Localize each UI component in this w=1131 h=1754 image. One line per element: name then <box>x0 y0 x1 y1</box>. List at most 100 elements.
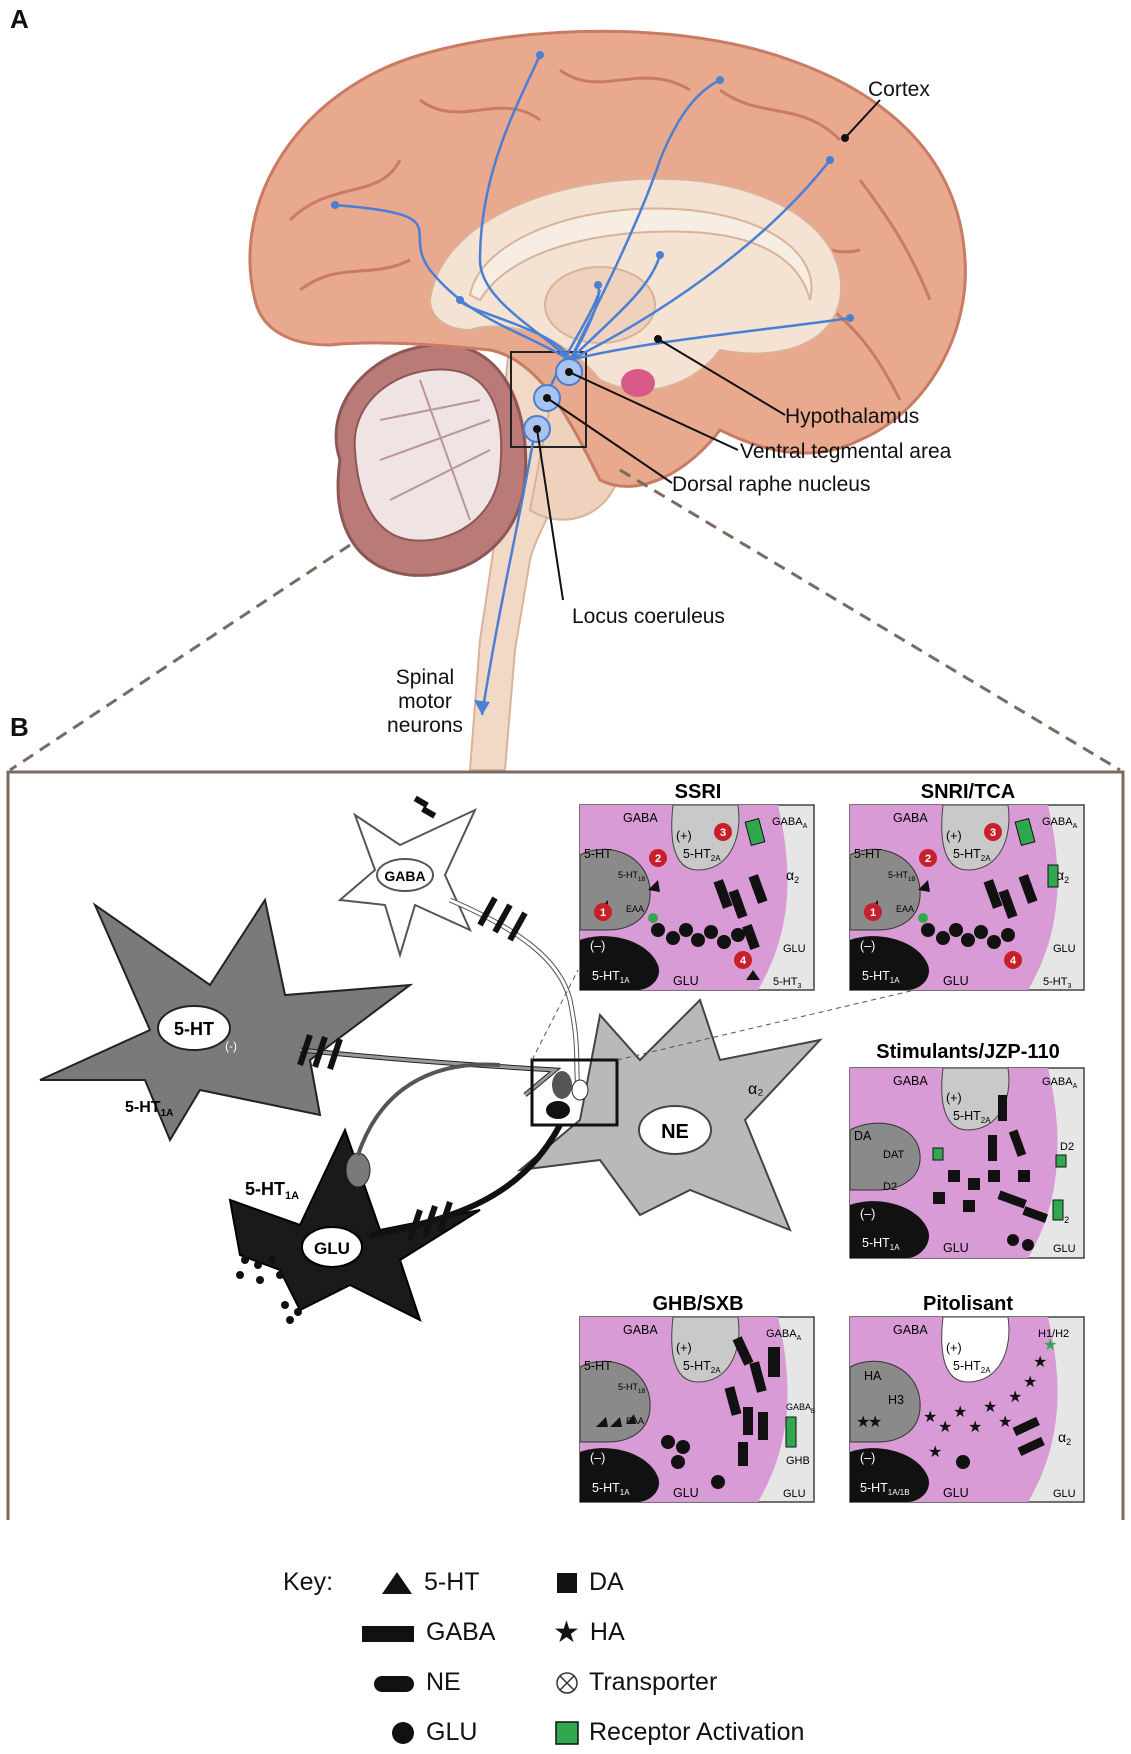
brain-illustration <box>0 0 1131 780</box>
ssri-plus: (+) <box>676 829 692 843</box>
pito-title: Pitolisant <box>923 1293 1013 1315</box>
pito-5ht2a-sub: 2A <box>981 1366 991 1375</box>
triangle-icon <box>380 1570 414 1596</box>
key-label-glu: GLU <box>426 1718 477 1747</box>
pito-glu-right: GLU <box>1053 1488 1076 1500</box>
snri-gabaa-sub: A <box>1073 823 1078 830</box>
ghb-title: GHB/SXB <box>652 1293 743 1315</box>
label-spinal-2: motor <box>380 690 470 714</box>
stim-d2-right: D2 <box>1060 1141 1074 1153</box>
key-item-glu: GLU <box>390 1718 477 1747</box>
snri-5ht1b-sub: 1B <box>908 877 915 883</box>
label-drn: Dorsal raphe nucleus <box>672 473 870 497</box>
pito-minus: (–) <box>860 1451 875 1465</box>
pito-gaba: GABA <box>893 1323 928 1337</box>
stim-dat: DAT <box>883 1149 904 1161</box>
snri-gabaa-main: GABA <box>1042 816 1073 828</box>
pito-5ht1a1b-sub: 1A/1B <box>888 1488 910 1497</box>
inset-pitolisant: Pitolisant GABA H1/H2 HA H3 (+) 5-HT2A (… <box>848 1292 1088 1507</box>
square-icon <box>555 1571 579 1595</box>
stim-title: Stimulants/JZP-110 <box>876 1041 1059 1063</box>
ghb-gabaa-main: GABA <box>766 1328 797 1340</box>
neuron-ne-label: NE <box>661 1121 689 1143</box>
ssri-5ht1a-main: 5-HT <box>592 969 620 983</box>
snri-plus: (+) <box>946 829 962 843</box>
neuron-5ht1a-label-sub: 1A <box>161 1108 174 1119</box>
stim-plus: (+) <box>946 1091 962 1105</box>
ssri-badge-1: 1 <box>600 907 606 919</box>
ssri-alpha2-main: α <box>786 867 794 883</box>
inset-snri: SNRI/TCA GABA 5-HT (+) 5-HT2A 5-HT1B EAA… <box>848 780 1088 995</box>
key-label-ha: HA <box>590 1618 625 1647</box>
snri-5ht2a-main: 5-HT <box>953 847 981 861</box>
key-item-ha: ★ HA <box>553 1618 625 1647</box>
key-label-5ht: 5-HT <box>424 1568 480 1597</box>
snri-glu-left: GLU <box>943 974 969 988</box>
ssri-glu-right: GLU <box>783 943 806 955</box>
snri-title: SNRI/TCA <box>921 781 1015 803</box>
snri-5ht1a-main: 5-HT <box>862 969 890 983</box>
stim-alpha2-sub: 2 <box>1064 1215 1069 1225</box>
pito-5ht1a1b-main: 5-HT <box>860 1481 888 1495</box>
stim-glu-right: GLU <box>1053 1243 1076 1255</box>
ssri-5ht3-sub: 3 <box>797 983 801 990</box>
neuron-5ht-inhib: (-) <box>225 1039 237 1053</box>
pito-glu-left: GLU <box>943 1486 969 1500</box>
ssri-gabaa-main: GABA <box>772 816 803 828</box>
key-label-ne: NE <box>426 1668 461 1697</box>
snri-gaba: GABA <box>893 811 928 825</box>
ghb-5ht2a-sub: 2A <box>711 1366 721 1375</box>
ssri-5ht1b-main: 5-HT <box>618 870 639 880</box>
dot-icon <box>390 1720 416 1746</box>
snri-5ht: 5-HT <box>854 847 882 861</box>
ssri-gaba: GABA <box>623 811 658 825</box>
label-vta: Ventral tegmental area <box>740 440 951 464</box>
key-item-receptor: Receptor Activation <box>555 1718 804 1747</box>
neuron-gaba-label: GABA <box>384 868 425 884</box>
ghb-gabaa-sub: A <box>797 1335 802 1342</box>
neuron-glu-5ht1a-sub: 1A <box>285 1190 299 1202</box>
key-label-da: DA <box>589 1568 624 1597</box>
key-label-transporter: Transporter <box>589 1668 717 1697</box>
snri-gabaa: GABAA <box>1042 816 1078 830</box>
key-title: Key: <box>283 1568 333 1597</box>
ghb-5ht1b-sub: 1B <box>638 1389 645 1395</box>
pito-star: ★ <box>938 1419 952 1436</box>
ghb-5ht1b-main: 5-HT <box>618 1382 639 1392</box>
ghb-5ht1a-sub: 1A <box>620 1488 630 1497</box>
key-item-gaba: GABA <box>360 1618 495 1647</box>
stim-gabaa: GABAA <box>1042 1076 1078 1090</box>
ghb-5ht: 5-HT <box>584 1359 612 1373</box>
key-item-5ht: 5-HT <box>380 1568 480 1597</box>
pito-alpha2-main: α <box>1058 1429 1066 1445</box>
snri-badge-1: 1 <box>870 907 876 919</box>
ssri-title: SSRI <box>675 781 722 803</box>
ssri-5ht3: 5-HT3 <box>773 976 801 990</box>
pito-star: ★ <box>1008 1389 1022 1406</box>
key-label-gaba: GABA <box>426 1618 495 1647</box>
stim-5ht1a-sub: 1A <box>890 1243 900 1252</box>
ssri-5ht3-main: 5-HT <box>773 976 798 988</box>
neuron-ne-alpha2: α₂ <box>748 1081 763 1098</box>
pito-star-active: ★ <box>1043 1337 1057 1354</box>
snri-badge-3: 3 <box>990 827 996 839</box>
snri-5ht3-main: 5-HT <box>1043 976 1068 988</box>
label-spinal-3: neurons <box>380 714 470 738</box>
label-lc: Locus coeruleus <box>572 605 725 629</box>
pito-star: ★ <box>923 1409 937 1426</box>
stim-gabaa-main: GABA <box>1042 1076 1073 1088</box>
stim-d2-left: D2 <box>883 1181 897 1193</box>
label-hypothalamus: Hypothalamus <box>785 405 919 429</box>
ghb-gabab-sub: B <box>811 1409 815 1415</box>
star-icon: ★ <box>553 1621 580 1645</box>
snri-5ht3-sub: 3 <box>1067 983 1071 990</box>
label-cortex: Cortex <box>868 78 930 102</box>
bar-icon <box>360 1622 416 1644</box>
pito-star: ★ <box>856 1414 870 1431</box>
green-square-icon <box>555 1721 579 1745</box>
ssri-gabaa-sub: A <box>803 823 808 830</box>
pito-star: ★ <box>1033 1354 1047 1371</box>
inset-ssri: SSRI GABA 5-HT (+) 5-HT2A 5-HT1B EAA (–)… <box>578 780 818 995</box>
snri-5ht3: 5-HT3 <box>1043 976 1071 990</box>
key-label-receptor: Receptor Activation <box>589 1718 804 1747</box>
